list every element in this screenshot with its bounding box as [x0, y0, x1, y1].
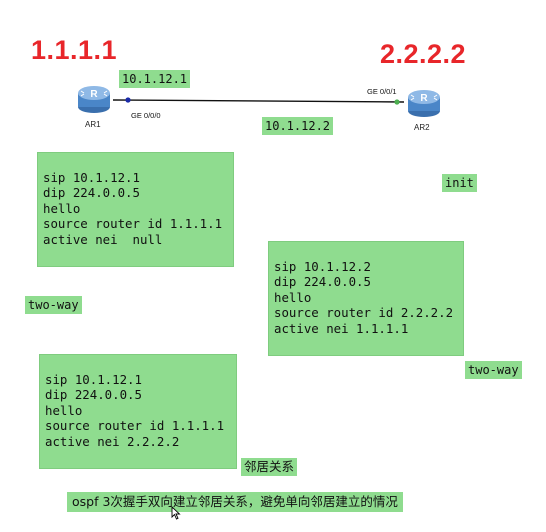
packet-line: source router id 1.1.1.1: [43, 216, 223, 232]
packet-line: sip 10.1.12.1: [45, 371, 142, 387]
topology-drawing: [112, 97, 405, 105]
packet-line: source router id 2.2.2.2: [274, 305, 454, 321]
router-ar1-icon: R: [78, 86, 110, 113]
packet-line: dip 224.0.0.5: [45, 387, 142, 403]
packet-line: dip 224.0.0.5: [274, 274, 371, 290]
svg-text:R: R: [90, 89, 98, 100]
svg-text:R: R: [420, 93, 428, 104]
packet-line: hello: [45, 402, 83, 418]
neighbor-relation-title: 邻居关系: [241, 458, 298, 476]
link-line: [112, 99, 405, 103]
r1-port-dot: [125, 97, 131, 103]
packet-line: sip 10.1.12.1: [43, 169, 140, 185]
packet-line: active nei null: [43, 231, 163, 247]
r2-ip-label: 10.1.12.2: [262, 117, 334, 135]
r1-name: AR1: [85, 120, 101, 129]
r1-port-label: GE 0/0/0: [131, 111, 161, 120]
state-two-way-left: two-way: [25, 296, 82, 314]
r2-port-dot: [394, 99, 400, 105]
state-two-way-right: two-way: [465, 361, 522, 379]
r1-ip-label: 10.1.12.1: [119, 70, 191, 88]
r2-port-label: GE 0/0/1: [367, 87, 397, 96]
router-ar2-icon: R: [408, 90, 440, 117]
packet-line: hello: [274, 289, 312, 305]
state-init: init: [442, 174, 477, 192]
handshake-note: ospf 3次握手双向建立邻居关系，避免单向邻居建立的情况: [67, 492, 403, 512]
packet-line: dip 224.0.0.5: [43, 185, 140, 201]
packet-line: active nei 1.1.1.1: [274, 320, 409, 336]
r1-router-id: 1.1.1.1: [31, 35, 118, 65]
r2-name: AR2: [414, 123, 430, 132]
packet-line: sip 10.1.12.2: [274, 258, 371, 274]
packet-line: source router id 1.1.1.1: [45, 418, 225, 434]
packet-line: active nei 2.2.2.2: [45, 433, 180, 449]
packet-line: hello: [43, 200, 81, 216]
r2-router-id: 2.2.2.2: [380, 39, 467, 69]
mouse-cursor-icon: [171, 506, 181, 520]
